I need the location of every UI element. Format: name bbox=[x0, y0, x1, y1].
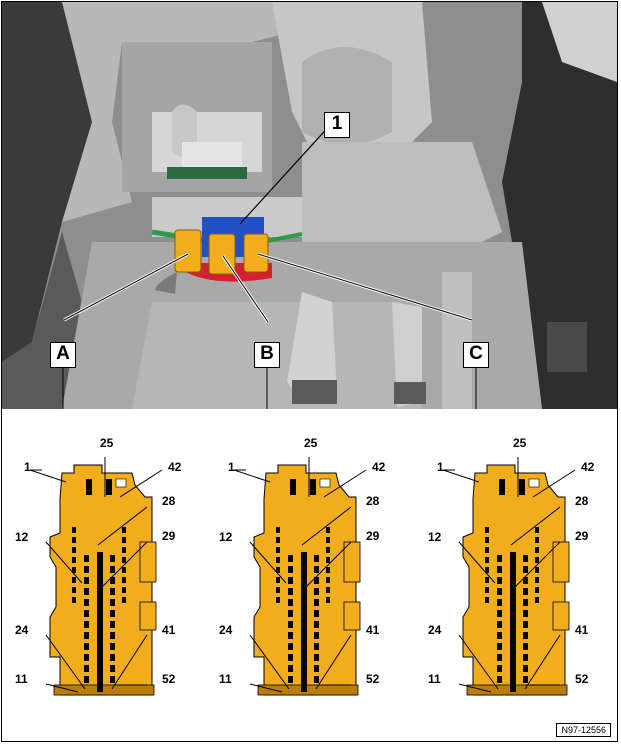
pin-label-b-25: 25 bbox=[304, 436, 318, 450]
pin-label-a-12: 12 bbox=[15, 530, 29, 544]
pin-label-a-28: 28 bbox=[162, 494, 176, 508]
pin-label-a-29: 29 bbox=[162, 529, 176, 543]
pin-label-b-11: 11 bbox=[219, 672, 232, 686]
callout-A: A bbox=[50, 342, 76, 368]
pin-label-c-24: 24 bbox=[428, 623, 442, 637]
pin-label-c-25: 25 bbox=[513, 436, 527, 450]
pin-label-c-11: 11 bbox=[428, 672, 441, 686]
pin-label-b-12: 12 bbox=[219, 530, 233, 544]
pin-label-b-28: 28 bbox=[366, 494, 380, 508]
callout-B: B bbox=[254, 342, 280, 368]
document-id: N97-12556 bbox=[556, 723, 611, 737]
pin-label-a-11: 11 bbox=[15, 672, 28, 686]
pin-label-a-52: 52 bbox=[162, 672, 176, 686]
connector-b-drawing bbox=[233, 457, 367, 696]
pin-label-c-29: 29 bbox=[575, 529, 589, 543]
pin-label-c-12: 12 bbox=[428, 530, 442, 544]
pin-label-b-29: 29 bbox=[366, 529, 380, 543]
pin-label-b-24: 24 bbox=[219, 623, 233, 637]
pin-label-c-41: 41 bbox=[575, 623, 589, 637]
pin-label-a-1: 1 bbox=[24, 460, 31, 474]
dashboard-illustration bbox=[2, 2, 617, 409]
dashboard-photo: 1 bbox=[2, 2, 617, 409]
pin-label-c-1: 1 bbox=[437, 460, 444, 474]
connector-c-drawing bbox=[442, 457, 576, 696]
pin-label-b-41: 41 bbox=[366, 623, 380, 637]
pin-label-c-52: 52 bbox=[575, 672, 589, 686]
pin-label-b-42: 42 bbox=[372, 460, 386, 474]
callout-1: 1 bbox=[324, 112, 350, 138]
pin-label-a-41: 41 bbox=[162, 623, 176, 637]
callout-C: C bbox=[463, 342, 489, 368]
pin-label-a-24: 24 bbox=[15, 623, 29, 637]
pin-label-b-52: 52 bbox=[366, 672, 380, 686]
pin-label-a-25: 25 bbox=[100, 436, 114, 450]
pin-label-b-1: 1 bbox=[228, 460, 235, 474]
pin-label-c-28: 28 bbox=[575, 494, 589, 508]
pin-label-a-42: 42 bbox=[168, 460, 182, 474]
pin-label-c-42: 42 bbox=[581, 460, 595, 474]
connector-a-drawing bbox=[29, 457, 163, 696]
